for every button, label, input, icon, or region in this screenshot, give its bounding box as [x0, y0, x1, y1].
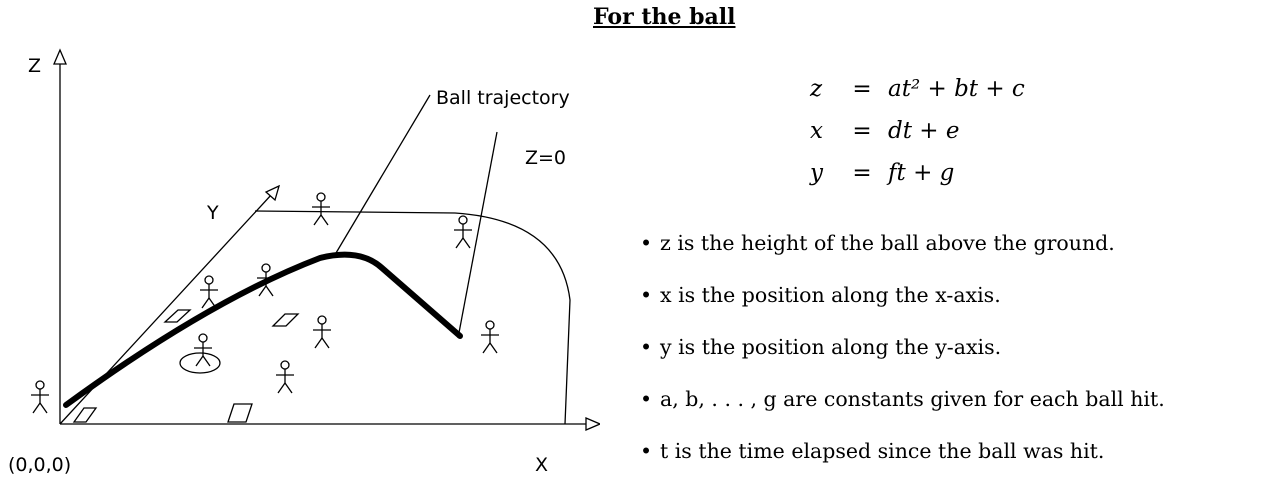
equations: z = at² + bt + c x = dt + e y = ft + g — [810, 68, 1025, 194]
y-axis-label: Y — [206, 202, 219, 224]
trajectory-label: Ball trajectory — [436, 87, 570, 109]
definition-text: t is the time elapsed since the ball was… — [660, 439, 1105, 463]
ground-label: Z=0 — [525, 147, 566, 169]
definition-text: x is the position along the x-axis. — [660, 283, 1001, 307]
ground-leader-line — [457, 131, 498, 339]
z-axis-arrow-icon — [53, 48, 67, 65]
bullet-icon: • — [640, 387, 653, 411]
equation-row: x = dt + e — [810, 110, 1025, 152]
definition-text: a, b, . . . , g are constants given for … — [660, 387, 1165, 411]
bullet-icon: • — [640, 283, 653, 307]
definition-item: • y is the position along the y-axis. — [640, 332, 1165, 384]
equation-rhs: at² + bt + c — [888, 76, 1025, 102]
player-figure — [193, 333, 213, 367]
player-figure — [453, 215, 473, 249]
equation-rhs: dt + e — [888, 118, 960, 144]
player-figure — [311, 192, 331, 226]
trajectory-leader-line — [335, 94, 431, 254]
equation-row: y = ft + g — [810, 152, 1025, 194]
equation-lhs: y — [810, 160, 823, 186]
player-figure — [312, 315, 332, 349]
base-marker — [72, 407, 98, 423]
ball-trajectory-diagram: Z Y X (0,0,0) Ball trajectory Z=0 — [8, 48, 600, 476]
field-boundary — [254, 210, 571, 425]
bullet-icon: • — [640, 335, 653, 359]
x-axis-label: X — [535, 454, 548, 476]
definition-item: • t is the time elapsed since the ball wa… — [640, 436, 1165, 488]
player-figure — [30, 380, 50, 414]
equation-equals: = — [852, 76, 872, 102]
equation-rhs: ft + g — [888, 160, 955, 186]
player-figure — [275, 360, 295, 394]
y-axis-arrow-icon — [264, 184, 281, 202]
definition-item: • a, b, . . . , g are constants given for… — [640, 384, 1165, 436]
player-figure — [199, 275, 219, 309]
definition-text: y is the position along the y-axis. — [660, 335, 1002, 359]
bullet-icon: • — [640, 439, 653, 463]
base-marker — [227, 403, 253, 423]
pitcher-mound — [179, 352, 221, 374]
x-axis-arrow-icon — [585, 417, 600, 431]
equation-row: z = at² + bt + c — [810, 68, 1025, 110]
page-title: For the ball — [593, 4, 736, 30]
definition-item: • z is the height of the ball above the g… — [640, 228, 1165, 280]
equation-lhs: z — [810, 76, 823, 102]
bullet-icon: • — [640, 231, 653, 255]
base-marker — [163, 309, 192, 323]
equation-equals: = — [852, 118, 872, 144]
equation-equals: = — [852, 160, 872, 186]
ball-trajectory-curve — [63, 251, 463, 408]
definition-text: z is the height of the ball above the gr… — [660, 231, 1115, 255]
player-figure — [480, 320, 500, 354]
definition-item: • x is the position along the x-axis. — [640, 280, 1165, 332]
equation-lhs: x — [810, 118, 823, 144]
definition-list: • z is the height of the ball above the g… — [640, 228, 1165, 488]
origin-label: (0,0,0) — [8, 454, 71, 476]
z-axis-label: Z — [28, 55, 41, 77]
base-marker — [271, 313, 300, 327]
